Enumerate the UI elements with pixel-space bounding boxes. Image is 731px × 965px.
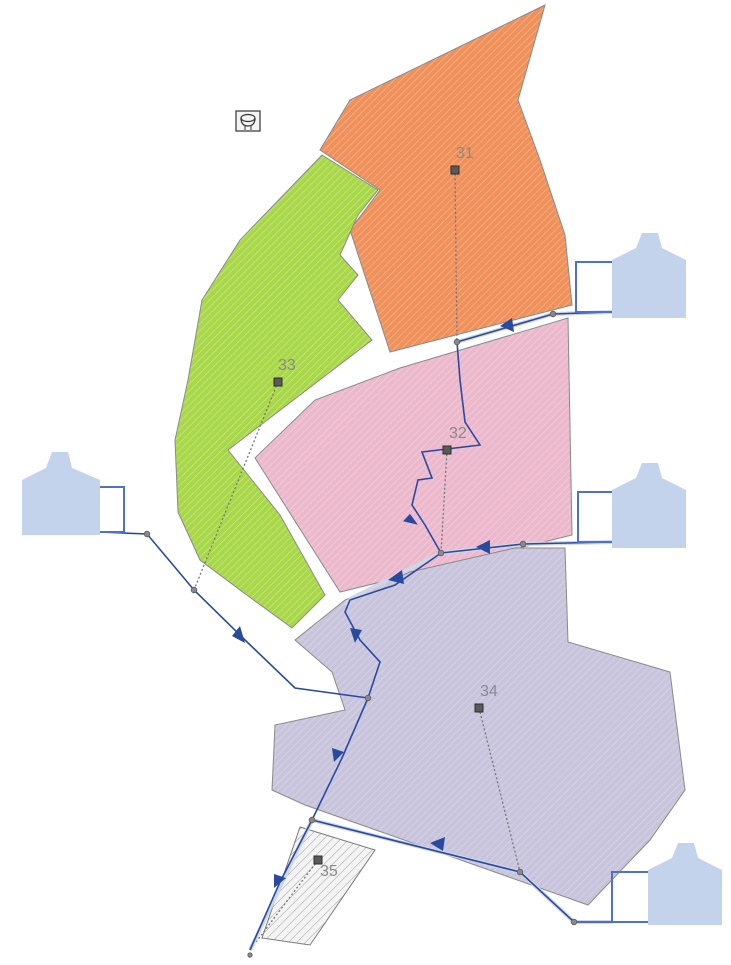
subcatchment-label-32: 32	[449, 425, 467, 442]
junction-node	[453, 338, 461, 346]
junction-node	[516, 868, 524, 876]
flow-arrow	[430, 837, 445, 851]
connector-31	[454, 169, 458, 343]
connector-34	[478, 707, 521, 873]
junction-node	[190, 586, 198, 594]
flow-arrow	[332, 748, 344, 762]
junction-nodes	[143, 310, 578, 958]
connector-35	[249, 859, 319, 951]
junction-node	[364, 694, 372, 702]
conduit-31-32	[411, 341, 482, 554]
flow-arrow	[476, 540, 490, 554]
junction-node	[437, 549, 445, 557]
centroid-31	[450, 165, 460, 175]
centroid-34	[474, 703, 484, 713]
subcatchment-33[interactable]	[174, 154, 379, 629]
centroid-35	[313, 855, 323, 865]
outlet-mid-right[interactable]	[577, 463, 686, 548]
flow-arrow	[388, 570, 404, 584]
junction-node	[549, 310, 557, 318]
centroid-32	[442, 445, 452, 455]
junction-node	[308, 816, 316, 824]
subcatchment-labels: 31 32 33 34 35	[278, 145, 498, 880]
flow-arrows	[232, 318, 514, 888]
subcatchment-label-35: 35	[320, 863, 338, 880]
conduit-32-34	[344, 552, 442, 699]
junction-node	[143, 530, 151, 538]
subcatchment-label-34: 34	[480, 683, 498, 700]
subcatchment-label-33: 33	[278, 357, 296, 374]
connector-32	[440, 449, 448, 554]
junction-node	[570, 918, 578, 926]
subcatchment-31[interactable]	[319, 4, 573, 353]
junction-node	[519, 540, 527, 548]
outlet-left[interactable]	[22, 452, 125, 535]
centroid-33	[273, 377, 283, 387]
flow-arrow	[350, 628, 362, 643]
subcatchment-centroids	[273, 165, 484, 865]
flow-arrow	[274, 874, 286, 888]
outlet-top-right[interactable]	[575, 233, 686, 318]
conduit-bottom	[311, 819, 612, 923]
outlet-bottom-right[interactable]	[611, 843, 722, 925]
flow-arrow	[232, 626, 245, 643]
rain-gage-icon[interactable]	[235, 110, 261, 132]
conduit-left	[99, 531, 369, 699]
flow-arrow	[500, 318, 514, 332]
flow-arrow	[403, 513, 418, 525]
subcatchment-32[interactable]	[254, 317, 573, 593]
subcatchment-label-31: 31	[456, 145, 474, 162]
subcatchment-connectors	[193, 169, 521, 951]
junction-node	[247, 952, 253, 958]
